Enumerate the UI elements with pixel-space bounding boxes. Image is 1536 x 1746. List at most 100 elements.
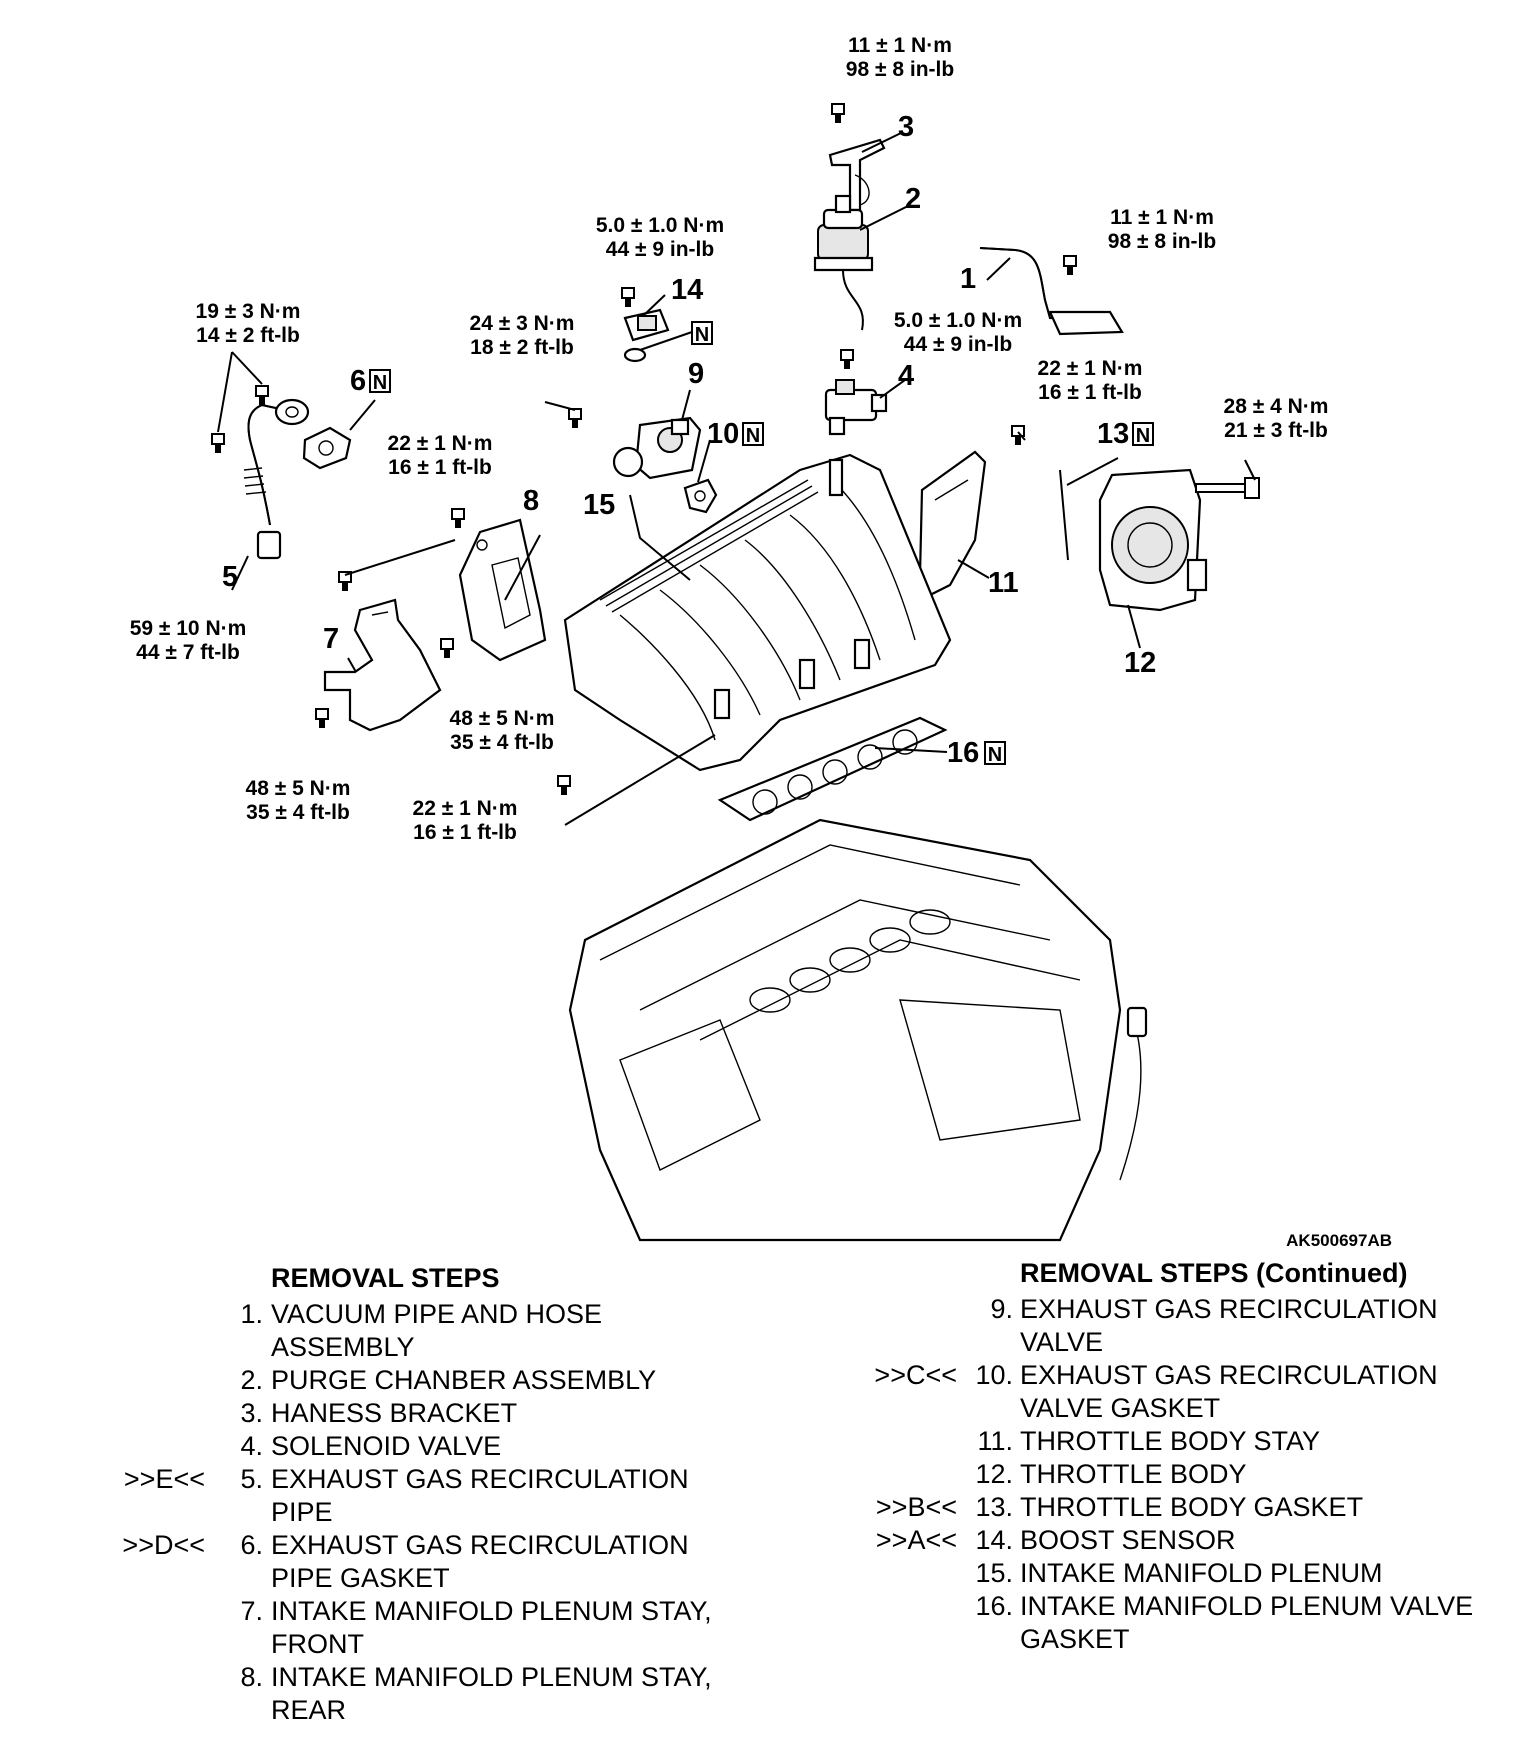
- step-number: 5.: [240, 1464, 263, 1494]
- new-part-marks: N N N N N: [369, 321, 1154, 766]
- callout-4: 4: [898, 360, 914, 392]
- step-number: 3.: [240, 1398, 263, 1428]
- step-text: EXHAUST GAS RECIRCULATION: [1020, 1360, 1438, 1390]
- step-text: INTAKE MANIFOLD PLENUM STAY,: [271, 1662, 712, 1692]
- step-text: VALVE GASKET: [1020, 1393, 1221, 1423]
- step-text: EXHAUST GAS RECIRCULATION: [271, 1530, 689, 1560]
- step-item: >>A<<14.BOOST SENSOR: [865, 1524, 1525, 1557]
- step-text: SOLENOID VALVE: [271, 1431, 502, 1461]
- removal-steps-continued-title: REMOVAL STEPS (Continued): [1020, 1258, 1408, 1288]
- step-item: 4. SOLENOID VALVE: [120, 1430, 740, 1463]
- step-number: 11.: [977, 1426, 1013, 1456]
- egr-pipe-gasket-part-6: [302, 426, 352, 470]
- callout-3: 3: [898, 111, 914, 143]
- removal-steps-title: REMOVAL STEPS: [271, 1263, 500, 1293]
- step-mark: >>D<<: [122, 1530, 205, 1560]
- plenum-stay-front-part-7: [323, 598, 442, 732]
- plenum-stay-rear-part-8: [458, 518, 547, 662]
- vacuum-pipe-part-1: [979, 247, 1124, 336]
- removal-steps-continued-list: REMOVAL STEPS (Continued) 9. EXHAUST GAS …: [865, 1257, 1525, 1656]
- svg-text:N: N: [746, 425, 760, 447]
- figure-id: AK500697AB: [1286, 1231, 1392, 1250]
- callout-11: 11: [988, 567, 1019, 599]
- step-number: 16.: [975, 1591, 1013, 1621]
- step-item: 11.THROTTLE BODY STAY: [865, 1425, 1525, 1458]
- callout-5: 5: [222, 561, 238, 593]
- step-text: THROTTLE BODY STAY: [1020, 1426, 1321, 1456]
- callout-16: 16: [947, 737, 979, 769]
- svg-text:N: N: [695, 324, 709, 346]
- boost-sensor-part-14: [623, 308, 670, 363]
- step-number: 8.: [240, 1662, 263, 1692]
- callout-9: 9: [688, 358, 704, 390]
- step-item: 15.INTAKE MANIFOLD PLENUM: [865, 1557, 1525, 1590]
- step-text: INTAKE MANIFOLD PLENUM STAY,: [271, 1596, 712, 1626]
- step-mark: >>B<<: [875, 1492, 957, 1522]
- callout-15: 15: [583, 489, 615, 521]
- step-number: 1.: [240, 1299, 263, 1329]
- egr-valve-gasket-part-10: [683, 478, 718, 514]
- step-text: PURGE CHANBER ASSEMBLY: [271, 1365, 657, 1395]
- exploded-parts-diagram: N: [130, 34, 1392, 1250]
- step-text: PIPE GASKET: [271, 1563, 450, 1593]
- plenum-gasket-part-16: [717, 716, 948, 822]
- step-text: REAR: [271, 1695, 347, 1725]
- long-bolt: [1195, 477, 1260, 499]
- step-number: 12.: [975, 1459, 1013, 1489]
- step-item: 7. INTAKE MANIFOLD PLENUM STAY,FRONT: [120, 1595, 740, 1661]
- throttle-body-stay-part-11: [918, 450, 987, 597]
- svg-text:N: N: [1136, 425, 1150, 447]
- step-number: 15.: [975, 1558, 1013, 1588]
- step-text: PIPE: [271, 1497, 333, 1527]
- solenoid-valve-part-4: [824, 379, 888, 436]
- step-number: 2.: [240, 1365, 263, 1395]
- engine-block: [568, 818, 1148, 1242]
- callout-1: 1: [960, 263, 976, 295]
- egr-pipe-part-5: [243, 398, 310, 560]
- callout-7: 7: [323, 623, 339, 655]
- step-text: INTAKE MANIFOLD PLENUM VALVE: [1020, 1591, 1474, 1621]
- egr-valve-part-9: [612, 416, 702, 480]
- step-mark: >>C<<: [874, 1360, 957, 1390]
- throttle-body-gasket-part-13: [1059, 469, 1069, 561]
- step-text: THROTTLE BODY: [1020, 1459, 1247, 1489]
- callout-13: 13: [1097, 418, 1129, 450]
- step-item: >>B<< 13.THROTTLE BODY GASKET: [865, 1491, 1525, 1524]
- step-number: 7.: [240, 1596, 263, 1626]
- step-item: 2. PURGE CHANBER ASSEMBLY: [120, 1364, 740, 1397]
- step-text: VALVE: [1020, 1327, 1104, 1357]
- callout-6: 6: [350, 365, 366, 397]
- step-number: 9.: [990, 1294, 1013, 1324]
- svg-text:N: N: [373, 372, 387, 394]
- callout-12: 12: [1124, 647, 1156, 679]
- step-mark: >>E<<: [123, 1464, 205, 1494]
- step-number: 4.: [240, 1431, 263, 1461]
- throttle-body-part-12: [1098, 468, 1208, 612]
- step-number: 14.: [975, 1525, 1013, 1555]
- step-item: 3.HANESS BRACKET: [120, 1397, 740, 1430]
- step-number: 6.: [240, 1530, 263, 1560]
- step-text: THROTTLE BODY GASKET: [1020, 1492, 1364, 1522]
- step-text: VACUUM PIPE AND HOSE: [271, 1299, 603, 1329]
- step-mark: >>A<<: [875, 1525, 957, 1555]
- step-number: 13.: [975, 1492, 1013, 1522]
- step-text: FRONT: [271, 1629, 364, 1659]
